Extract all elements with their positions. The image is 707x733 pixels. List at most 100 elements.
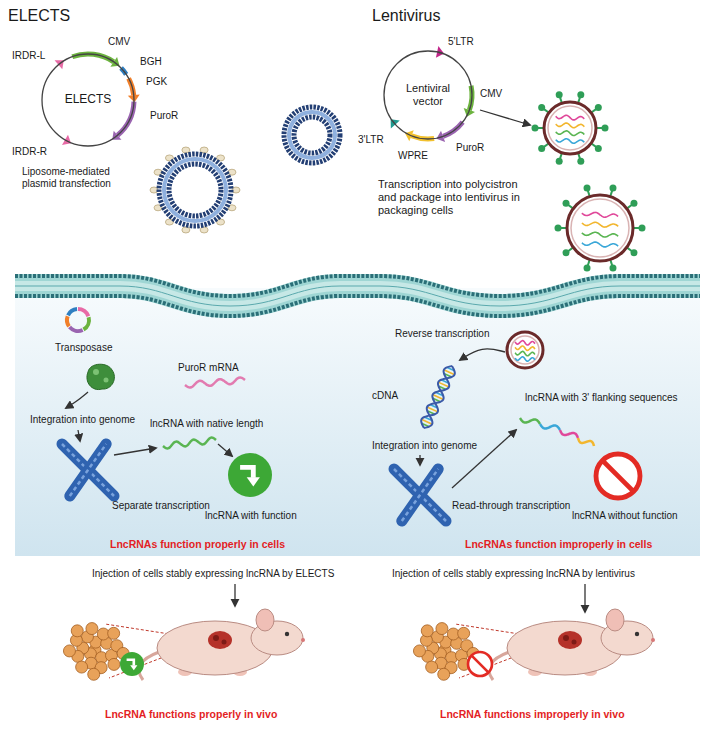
lentivirus-particle [571,199,629,257]
step-label: Injection of cells stably expressing lnc… [92,568,334,580]
step-label: lncRNA without function [572,510,678,522]
lentivirus-particle [595,145,602,152]
step-label: Read-through transcription [452,500,570,512]
step-label: Reverse transcription [395,328,489,340]
lentivirus-particle [556,91,563,98]
liposome [217,219,225,225]
lentivirus-particle [609,185,616,192]
cell-cluster [413,645,425,657]
cell-membrane [15,276,700,316]
lentivirus-particle [515,351,535,355]
plasmid-name: ELECTS [65,93,112,107]
chromosome [70,444,106,496]
lentivirus-particle [584,185,591,192]
lentivirus-particle [567,195,633,261]
transposase-plasmid [70,327,83,331]
mouse [222,640,227,645]
lentivirus-particle [538,104,545,111]
lentivirus-particle [515,357,535,361]
plasmid-elements [55,54,140,145]
mouse [213,635,219,641]
function-symbol [228,453,272,497]
lentivirus-particle [630,249,637,256]
mouse [285,632,289,636]
liposome [294,117,330,153]
lentivirus-particle [602,125,609,132]
lentivirus-particle [532,91,609,165]
lentivirus-particle [584,264,591,271]
step-label: Separate transcription [112,500,210,512]
lentivirus-particle [582,222,618,227]
transposase-plasmid [84,317,90,329]
lentivirus-particle [555,225,562,232]
lentivirus-particle [556,131,585,136]
step-label: PuroR mRNA [178,362,239,374]
mouse [606,609,624,631]
plasmid-elements [62,135,71,145]
liposome [164,159,226,221]
rna-strand [520,418,540,424]
transposase-plasmid [78,309,88,316]
cell-cluster [71,625,83,637]
element-label: IRDR-L [12,50,45,62]
function-symbol [240,467,253,477]
cell-cluster [88,668,100,680]
function-symbol [120,652,144,676]
lentivirus-particle [507,332,543,368]
process-arrow [114,448,156,455]
mouse [572,640,577,645]
cell-cluster [458,627,470,639]
process-arrow [480,110,530,125]
mouse [256,609,274,631]
vector-elements [443,122,463,136]
cell-cluster [438,668,450,680]
process-arrow [584,584,585,612]
chromosome [62,444,114,496]
cell-cluster [108,627,120,639]
lentivirus-particle [515,341,535,345]
element-label: WPRE [398,150,428,162]
process-arrow [218,444,232,456]
mouse [489,609,655,680]
cell-cluster [86,623,98,635]
liposome [159,154,231,226]
element-label: PuroR [456,142,484,154]
plasmid-map: ELECTS [40,52,136,148]
transposase-protein [87,364,114,389]
cell-interior [15,288,700,556]
step-label: Integration into genome [372,440,477,452]
cell-cluster [426,661,438,673]
cdna-helix [421,366,452,428]
lentivirus-particle [582,232,618,237]
liposome [182,227,190,233]
function-symbol [127,660,134,666]
mouse [635,632,639,636]
process-arrow [480,110,530,125]
chromosome [394,469,446,521]
transposase-protein [104,378,109,383]
section-heading: Lentivirus [372,6,440,25]
transposase-plasmid [68,309,77,315]
lentivirus-particle [532,125,539,132]
lentivirus-particle [515,346,535,350]
cdna-helix [421,366,455,428]
process-arrow [66,392,88,408]
step-label: Liposome-mediated plasmid transfection [22,166,132,190]
function-symbol [247,477,260,486]
result-label: LncRNAs function properly in cells [110,538,285,551]
cell-membrane [15,296,700,316]
lentivirus-particle [556,123,585,128]
process-arrow [420,349,516,488]
prohibit-symbol [596,454,640,498]
lentivirus-particle [630,200,637,207]
mouse [139,609,305,680]
mouse [651,638,655,642]
chromosome [402,469,438,521]
lentivirus-particle [538,145,545,152]
mouse [563,635,569,641]
prohibit-symbol [468,652,492,676]
element-label: CMV [480,88,502,100]
chromosome [402,469,438,521]
rna-strand [540,424,560,430]
